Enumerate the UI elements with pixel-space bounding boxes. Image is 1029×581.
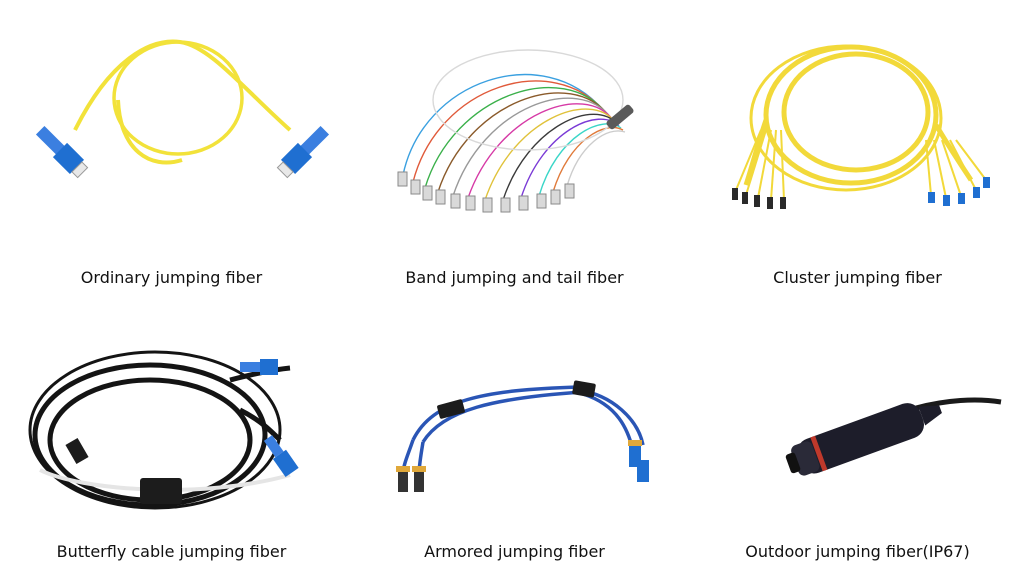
outdoor-fiber-image [686, 290, 1029, 530]
caption-butterfly: Butterfly cable jumping fiber [56, 542, 287, 561]
band-tail-fiber-image [343, 0, 686, 240]
ordinary-fiber-image [0, 0, 343, 240]
product-cluster: Cluster jumping fiber [686, 0, 1029, 290]
product-band-tail: Band jumping and tail fiber [343, 0, 686, 290]
product-outdoor: Outdoor jumping fiber(IP67) [686, 290, 1029, 580]
caption-band-tail: Band jumping and tail fiber [405, 268, 624, 287]
caption-ordinary: Ordinary jumping fiber [80, 268, 263, 287]
armored-fiber-image [343, 290, 686, 530]
product-butterfly: Butterfly cable jumping fiber [0, 290, 343, 580]
product-ordinary: Ordinary jumping fiber [0, 0, 343, 290]
product-armored: Armored jumping fiber [343, 290, 686, 580]
butterfly-cable-image [0, 290, 343, 530]
caption-cluster: Cluster jumping fiber [773, 268, 942, 287]
cluster-fiber-image [686, 0, 1029, 240]
caption-armored: Armored jumping fiber [424, 542, 605, 561]
caption-outdoor: Outdoor jumping fiber(IP67) [745, 542, 970, 561]
